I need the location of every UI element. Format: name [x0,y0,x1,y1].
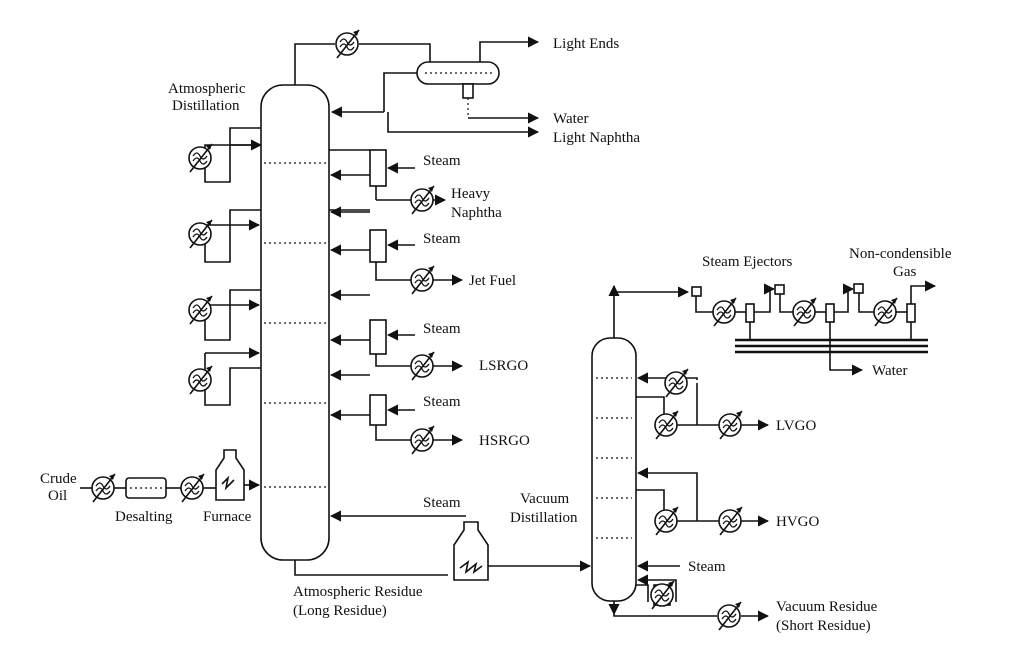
stripper-heavy-naphtha [329,149,447,215]
desalting-label: Desalting [115,509,173,525]
vacuum-steam-label: Steam [688,559,726,575]
hsrgo-label: HSRGO [479,433,530,449]
stripper-hsrgo [329,369,464,455]
steam-label-4: Steam [423,394,461,410]
hvgo-label: HVGO [776,514,819,530]
vacuum-distillation-label-2: Distillation [510,510,578,526]
atm-residue-line [294,521,592,581]
atmospheric-distillation-label-1: Atmospheric [168,81,246,97]
atmospheric-residue-label-2: (Long Residue) [293,603,387,619]
furnace-label: Furnace [203,509,252,525]
steam-label-1: Steam [423,153,461,169]
atmospheric-residue-label-1: Atmospheric Residue [293,584,423,600]
steam-ejectors-label: Steam Ejectors [702,254,793,270]
heavy-naphtha-label-1: Heavy [451,186,491,202]
stripper-lsrgo [329,289,464,381]
atmospheric-distillation-label-2: Distillation [172,98,240,114]
pumparound-3 [188,289,261,341]
vacuum-column [591,337,637,602]
heavy-naphtha-label-2: Naphtha [451,205,502,221]
vacuum-residue-label-1: Vacuum Residue [776,599,878,615]
vacuum-residue-label-2: (Short Residue) [776,618,871,634]
steam-label-5: Steam [423,495,461,511]
crude-feed-train [80,449,261,503]
lvgo-circuit [636,368,770,440]
atm-furnace [215,449,245,501]
jet-fuel-label: Jet Fuel [469,273,516,289]
non-condensible-gas-label-2: Gas [893,264,916,280]
stripper-jet-fuel [329,206,464,295]
non-condensible-gas-label-1: Non-condensible [849,246,952,262]
atmospheric-column [260,84,330,561]
pumparound-4 [188,347,261,406]
water-ejector-label: Water [872,363,907,379]
crude-preheater-icon [91,473,116,503]
overhead-condenser-icon [335,29,360,59]
overhead-accumulator [330,36,540,138]
steam-ejector-system [608,280,937,376]
light-naphtha-label: Light Naphtha [553,130,640,146]
crude-oil-label-2: Oil [48,488,67,504]
lsrgo-label: LSRGO [479,358,528,374]
vacuum-residue-line [608,574,770,631]
overhead-condenser-line [294,29,431,85]
steam-label-2: Steam [423,231,461,247]
pumparound-2 [188,209,261,263]
vacuum-distillation-label-1: Vacuum [520,491,569,507]
vacuum-furnace [453,521,489,581]
preheater-icon [180,473,205,503]
hvgo-circuit [636,467,770,536]
light-ends-label: Light Ends [553,36,619,52]
steam-label-3: Steam [423,321,461,337]
crude-oil-label-1: Crude [40,471,77,487]
water-label: Water [553,111,588,127]
pumparound-1 [188,127,263,183]
lvgo-label: LVGO [776,418,816,434]
